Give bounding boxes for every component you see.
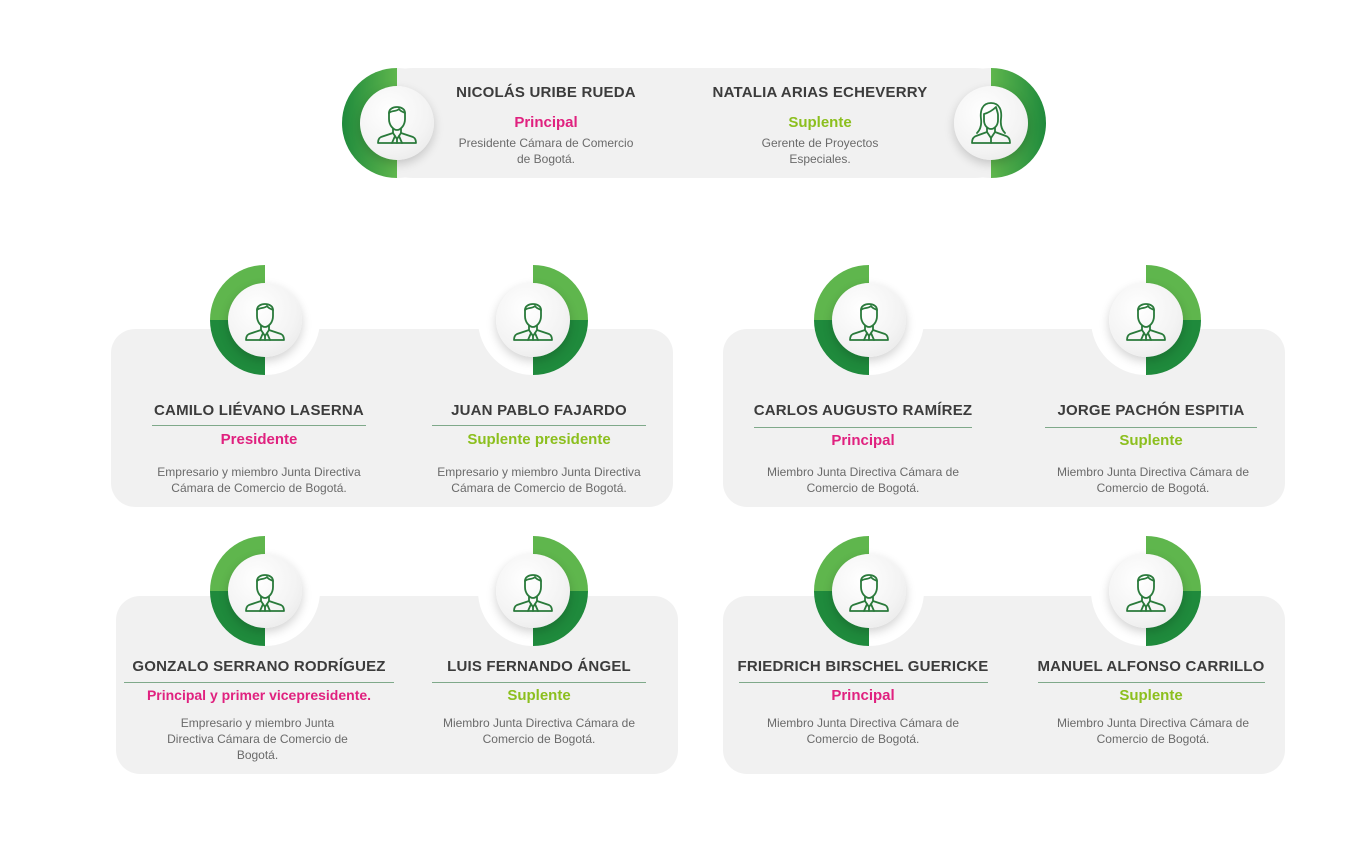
member-role: Principal — [514, 114, 578, 131]
member-role: Principal — [831, 687, 895, 704]
group-panel — [723, 596, 1285, 774]
avatar-principal — [814, 536, 924, 646]
group-panel — [116, 596, 678, 774]
avatar-disc — [228, 554, 302, 628]
avatar-disc — [360, 86, 434, 160]
member-role: Suplente — [1119, 432, 1183, 449]
avatar-top-right — [936, 68, 1046, 178]
member-name: JORGE PACHÓN ESPITIA — [1057, 402, 1245, 419]
member-name: GONZALO SERRANO RODRÍGUEZ — [132, 658, 386, 675]
group-panel — [723, 329, 1285, 507]
member-name: NICOLÁS URIBE RUEDA — [456, 84, 636, 101]
divider — [1045, 427, 1257, 428]
avatar-principal — [210, 265, 320, 375]
member-name: FRIEDRICH BIRSCHEL GUERICKE — [737, 658, 989, 675]
member-role: Principal y primer vicepresidente. — [146, 687, 372, 703]
woman-avatar-icon — [967, 99, 1015, 147]
divider — [1038, 682, 1265, 683]
avatar-disc — [832, 554, 906, 628]
member-description: Gerente de Proyectos Especiales. — [761, 136, 879, 166]
divider — [432, 682, 646, 683]
member-description: Empresario y miembro Junta Directiva Cám… — [157, 465, 361, 495]
member-name: NATALIA ARIAS ECHEVERRY — [712, 84, 928, 101]
man-avatar-icon — [241, 567, 289, 615]
member-role: Suplente presidente — [467, 431, 611, 448]
member-name: CAMILO LIÉVANO LASERNA — [154, 402, 364, 419]
avatar-principal — [210, 536, 320, 646]
member-description: Empresario y miembro Junta Directiva Cám… — [167, 716, 348, 762]
divider — [432, 425, 646, 426]
avatar-principal — [814, 265, 924, 375]
member-description: Empresario y miembro Junta Directiva Cám… — [437, 465, 641, 495]
man-avatar-icon — [845, 296, 893, 344]
avatar-suplente — [478, 265, 588, 375]
member-name: CARLOS AUGUSTO RAMÍREZ — [753, 402, 973, 419]
man-avatar-icon — [509, 296, 557, 344]
avatar-disc — [496, 554, 570, 628]
top-panel — [358, 68, 1030, 178]
divider — [152, 425, 366, 426]
avatar-disc — [1109, 283, 1183, 357]
avatar-top-left — [342, 68, 452, 178]
avatar-disc — [496, 283, 570, 357]
man-avatar-icon — [845, 567, 893, 615]
avatar-disc — [1109, 554, 1183, 628]
man-avatar-icon — [1122, 296, 1170, 344]
member-role: Suplente — [1119, 687, 1183, 704]
member-description: Miembro Junta Directiva Cámara de Comerc… — [766, 465, 960, 495]
avatar-disc — [228, 283, 302, 357]
member-description: Miembro Junta Directiva Cámara de Comerc… — [442, 716, 636, 746]
man-avatar-icon — [1122, 567, 1170, 615]
avatar-disc — [954, 86, 1028, 160]
member-description: Miembro Junta Directiva Cámara de Comerc… — [1056, 716, 1250, 746]
member-name: LUIS FERNANDO ÁNGEL — [447, 658, 631, 675]
man-avatar-icon — [241, 296, 289, 344]
man-avatar-icon — [373, 99, 421, 147]
avatar-disc — [832, 283, 906, 357]
avatar-suplente — [478, 536, 588, 646]
divider — [124, 682, 394, 683]
member-description: Presidente Cámara de Comercio de Bogotá. — [458, 136, 634, 166]
member-role: Principal — [831, 432, 895, 449]
group-panel — [111, 329, 673, 507]
man-avatar-icon — [509, 567, 557, 615]
avatar-suplente — [1091, 536, 1201, 646]
member-role: Presidente — [220, 431, 298, 448]
member-role: Suplente — [507, 687, 571, 704]
avatar-suplente — [1091, 265, 1201, 375]
member-role: Suplente — [788, 114, 852, 131]
divider — [739, 682, 988, 683]
member-name: JUAN PABLO FAJARDO — [451, 402, 627, 419]
member-name: MANUEL ALFONSO CARRILLO — [1037, 658, 1265, 675]
member-description: Miembro Junta Directiva Cámara de Comerc… — [766, 716, 960, 746]
divider — [754, 427, 972, 428]
member-description: Miembro Junta Directiva Cámara de Comerc… — [1056, 465, 1250, 495]
